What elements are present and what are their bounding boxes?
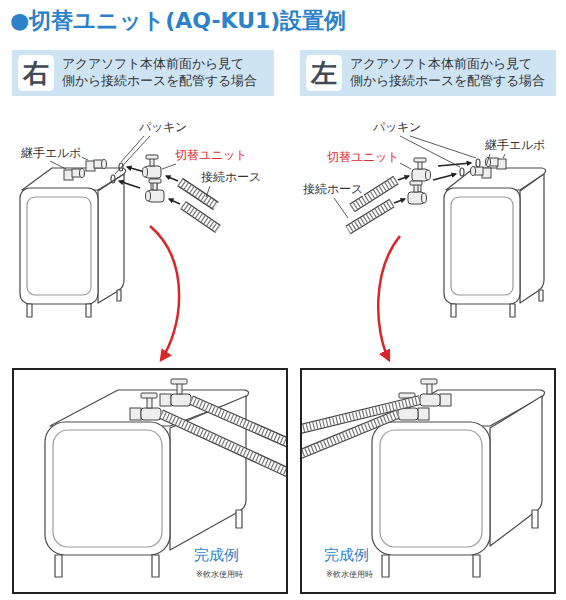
elbow-fitting	[64, 160, 107, 181]
part-label: 継手エルボ	[20, 146, 82, 160]
leader-line	[334, 136, 505, 218]
banner-icon-char: 右	[18, 55, 54, 91]
part-label: 切替ユニット	[326, 150, 400, 164]
completed-illustration	[45, 379, 287, 577]
connection-hose	[180, 182, 218, 229]
page-title: ●切替ユニット(AQ-KU1)設置例	[10, 6, 346, 36]
completion-title: 完成例	[324, 546, 369, 564]
switch-unit	[408, 158, 431, 204]
packing-ring	[460, 159, 480, 176]
completion-title: 完成例	[194, 546, 239, 564]
assembly-arrow	[119, 167, 180, 204]
instruction-banner: 右アクアソフト本体前面から見て 側から接続ホースを配管する場合	[12, 50, 274, 96]
completion-frame: 完成例 ※軟水使用時	[300, 368, 556, 594]
banner-text: アクアソフト本体前面から見て 側から接続ホースを配管する場合	[350, 56, 550, 90]
packing-ring	[111, 163, 123, 183]
part-label: パッキン	[138, 120, 188, 134]
result-arrow	[378, 236, 400, 360]
banner-text: アクアソフト本体前面から見て 側から接続ホースを配管する場合	[62, 56, 268, 90]
completion-note: ※軟水使用時	[196, 570, 243, 580]
completion-frame: 完成例 ※軟水使用時	[12, 368, 288, 594]
elbow-fitting	[471, 158, 507, 179]
instruction-banner: 左アクアソフト本体前面から見て 側から接続ホースを配管する場合	[300, 50, 556, 96]
softener-tank	[444, 168, 546, 317]
completion-note: ※軟水使用時	[326, 570, 373, 580]
switch-unit	[143, 155, 165, 202]
assembly-arrow	[394, 163, 471, 203]
part-label: 接続ホース	[200, 170, 262, 184]
part-label: 切替ユニット	[174, 148, 248, 162]
part-label: パッキン	[372, 120, 422, 134]
completed-illustration	[301, 379, 545, 577]
banner-icon-char: 左	[306, 55, 342, 91]
result-arrow	[150, 226, 179, 360]
part-label: 接続ホース	[302, 182, 364, 196]
softener-tank	[20, 168, 126, 317]
part-label: 継手エルボ	[484, 138, 546, 152]
